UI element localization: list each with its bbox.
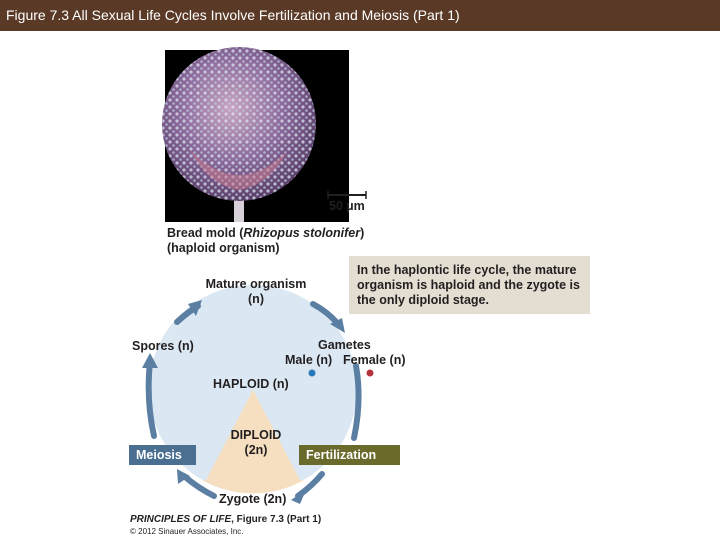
caption-suffix: )	[360, 226, 365, 240]
note-part3: , the mature organism is haploid and the…	[357, 263, 580, 307]
arrow-gametes-down	[351, 363, 362, 441]
credit-book: PRINCIPLES OF LIFE	[130, 514, 232, 525]
arrowhead-zygote	[291, 490, 306, 504]
scale-bar-label: 50 µm	[329, 199, 365, 213]
note-term: haplontic life cycle	[393, 263, 506, 277]
haplontic-note-text: In the haplontic life cycle, the mature …	[357, 263, 587, 308]
arrowhead-spores	[142, 353, 158, 368]
credit-line1: PRINCIPLES OF LIFE, Figure 7.3 (Part 1)	[130, 514, 321, 525]
caption-prefix: Bread mold (	[167, 226, 244, 240]
arrow-spores-return	[145, 359, 157, 439]
gametes-label: Gametes	[318, 338, 371, 352]
photo-caption-line2: (haploid organism)	[167, 241, 280, 255]
meiosis-tag: Meiosis	[129, 445, 196, 465]
zygote-label: Zygote (2n)	[219, 492, 287, 506]
note-part1: In the	[357, 263, 394, 277]
figure-title: Figure 7.3 All Sexual Life Cycles Involv…	[6, 7, 460, 23]
mold-stalk	[234, 185, 244, 222]
mature-organism-label: Mature organism	[205, 277, 307, 291]
arrowhead-mature	[188, 300, 202, 316]
male-gamete-dot	[308, 369, 316, 377]
diploid-wedge	[205, 390, 301, 482]
haploid-label: HAPLOID (n)	[213, 377, 289, 391]
credit-figure: , Figure 7.3 (Part 1)	[231, 514, 322, 525]
caption-species: Rhizopus stolonifer	[243, 226, 361, 240]
sporangium-shade	[190, 150, 288, 190]
arrowhead-gametes	[330, 318, 345, 333]
fertilization-tag: Fertilization	[299, 445, 400, 465]
spores-label: Spores (n)	[132, 339, 194, 353]
female-gamete-dot	[366, 369, 374, 377]
diploid-label: DIPLOID	[230, 428, 282, 442]
credit-line2: © 2012 Sinauer Associates, Inc.	[130, 527, 244, 536]
arrowhead-meiosis	[177, 469, 190, 484]
female-label: Female (n)	[343, 353, 406, 367]
diploid-base	[202, 480, 304, 494]
diploid-ploidy-label: (2n)	[244, 443, 268, 457]
mature-ploidy-label: (n)	[248, 292, 264, 306]
haplontic-note: In the haplontic life cycle, the mature …	[349, 256, 590, 314]
male-label: Male (n)	[285, 353, 333, 367]
photo-caption-line1: Bread mold (Rhizopus stolonifer)	[167, 226, 364, 240]
title-bar: Figure 7.3 All Sexual Life Cycles Involv…	[0, 0, 720, 31]
